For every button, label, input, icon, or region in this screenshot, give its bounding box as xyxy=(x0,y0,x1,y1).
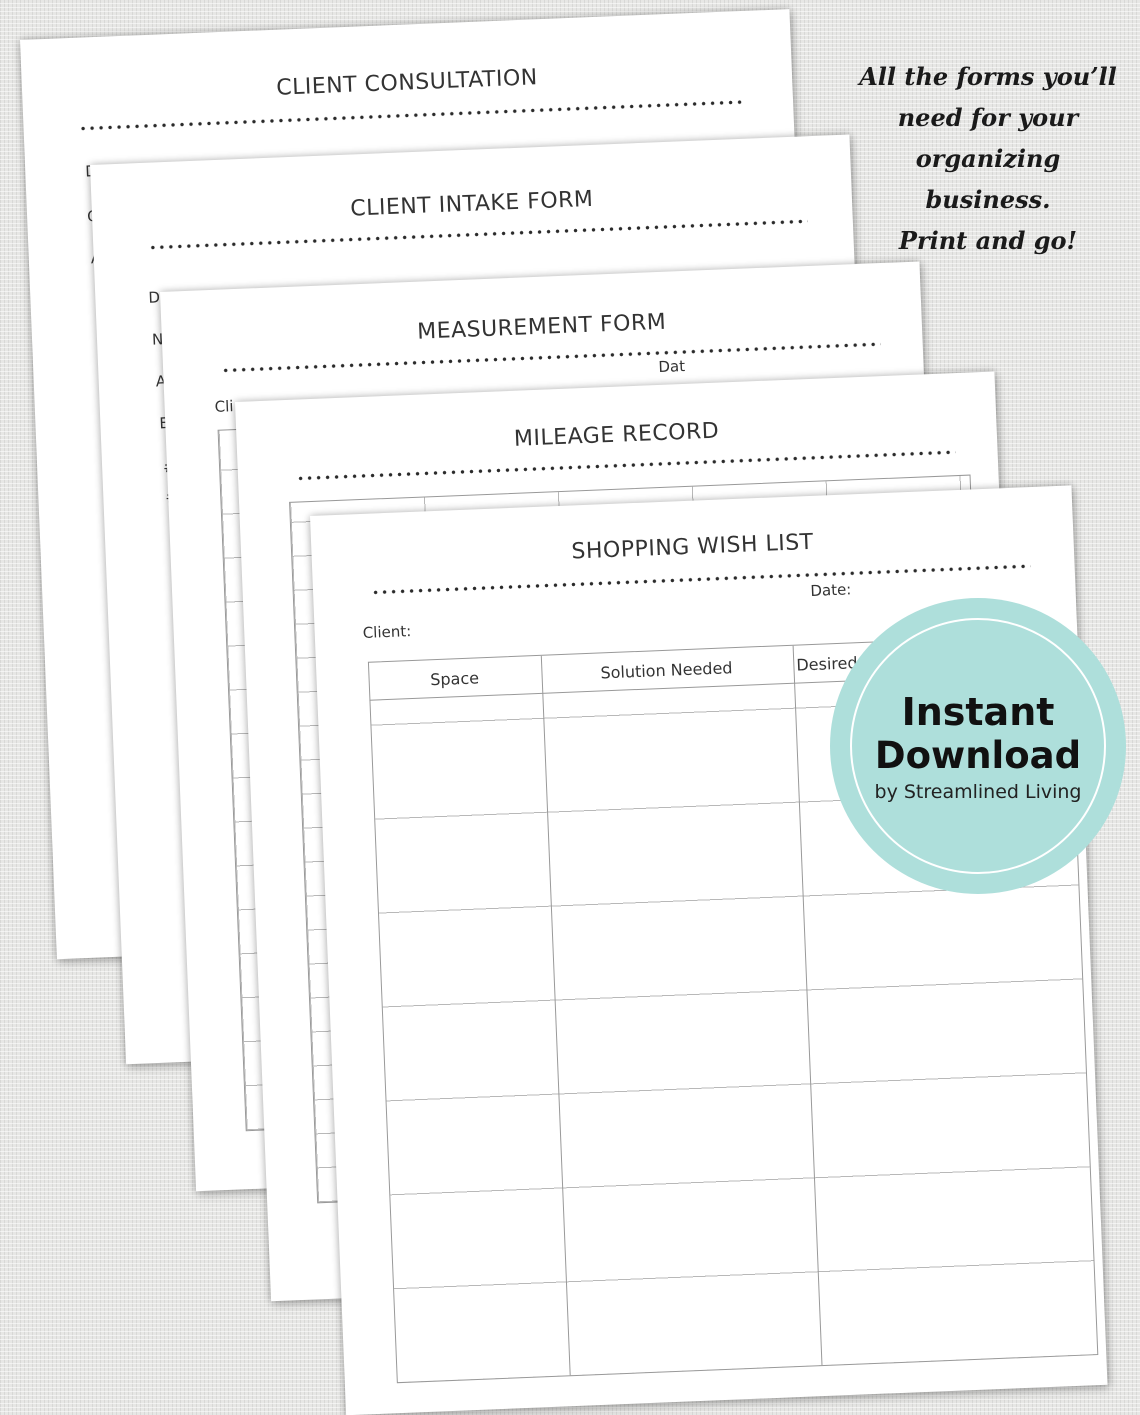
tagline: All the forms you’ll need for your organ… xyxy=(858,56,1118,261)
tagline-line: need for your xyxy=(897,103,1079,132)
badge-line-download: Download xyxy=(874,734,1082,777)
tagline-line: All the forms you’ll xyxy=(859,62,1117,91)
badge-line-instant: Instant xyxy=(901,690,1055,734)
badge-ring xyxy=(850,618,1106,874)
badge-byline: by Streamlined Living xyxy=(874,781,1082,803)
field-label-fragment: D xyxy=(148,288,161,307)
date-label: Date: xyxy=(810,580,852,600)
tagline-line: organizing business. xyxy=(915,144,1061,214)
instant-download-badge: Instant Download by Streamlined Living xyxy=(830,598,1126,894)
client-label-fragment: Cli xyxy=(214,397,234,416)
date-label-fragment: Dat xyxy=(658,356,686,377)
tagline-line: Print and go! xyxy=(898,226,1078,255)
client-label: Client: xyxy=(362,622,412,642)
